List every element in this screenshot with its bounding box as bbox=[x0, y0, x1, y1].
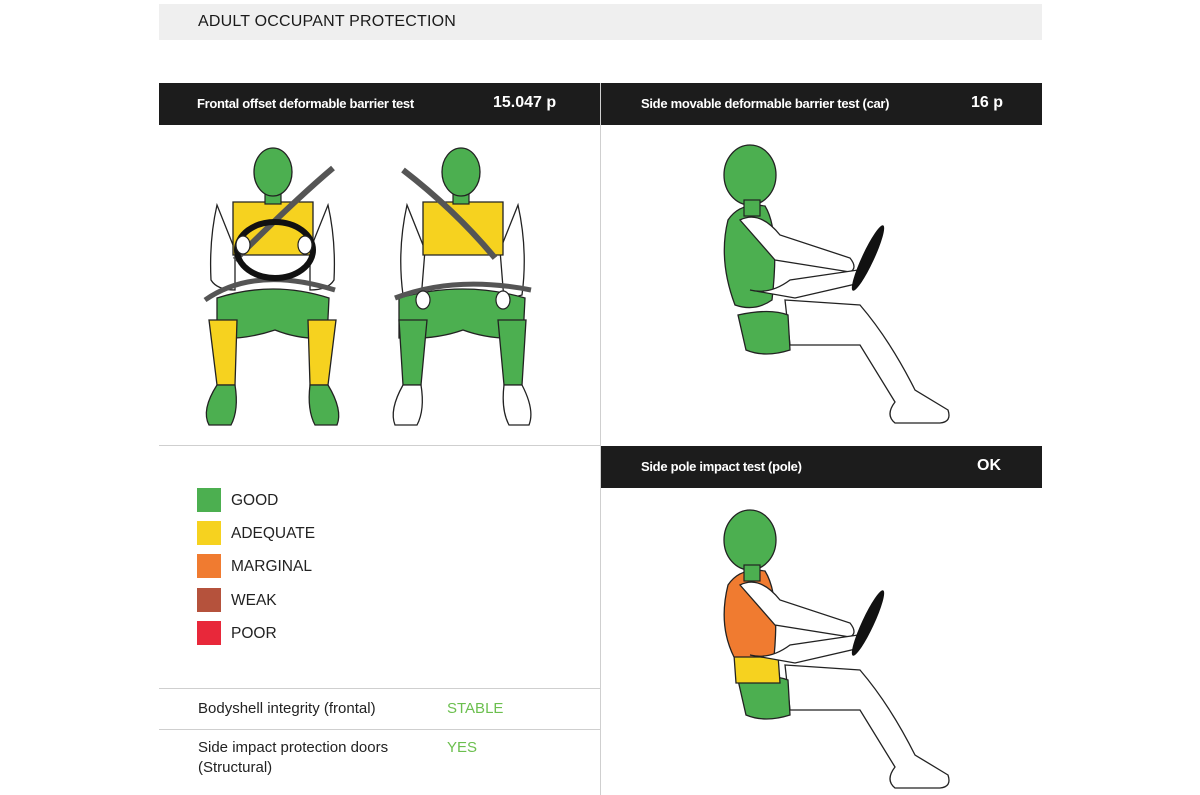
pole-test-title: Side pole impact test (pole) bbox=[641, 459, 802, 474]
driver-left-leg bbox=[208, 319, 238, 386]
frontal-bottom-divider bbox=[159, 445, 600, 446]
section-title-bar: ADULT OCCUPANT PROTECTION bbox=[159, 4, 1042, 40]
legend-swatch-adequate bbox=[197, 521, 221, 545]
frontal-test-title: Frontal offset deformable barrier test bbox=[197, 96, 414, 111]
passenger-left-leg bbox=[398, 319, 428, 386]
bodyshell-bottom-divider bbox=[159, 729, 600, 730]
driver-right-leg bbox=[307, 319, 337, 386]
pole-test-score: OK bbox=[977, 457, 1001, 474]
bodyshell-label: Bodyshell integrity (frontal) bbox=[198, 700, 376, 717]
legend-swatch-weak bbox=[197, 588, 221, 612]
pole-test-header: Side pole impact test (pole) OK bbox=[601, 446, 1042, 488]
bodyshell-value: STABLE bbox=[447, 700, 504, 717]
column-divider bbox=[600, 83, 601, 795]
legend-label-adequate: ADEQUATE bbox=[231, 525, 316, 542]
legend-label-good: GOOD bbox=[231, 492, 279, 509]
side-car-pelvis bbox=[737, 310, 791, 355]
passenger-left-foot bbox=[392, 384, 423, 426]
passenger-right-leg bbox=[497, 319, 527, 386]
doors-value: YES bbox=[447, 739, 478, 756]
side-car-head bbox=[723, 144, 777, 206]
side-car-figure bbox=[723, 144, 950, 424]
side-test-title: Side movable deformable barrier test (ca… bbox=[641, 96, 890, 111]
side-test-score: 16 p bbox=[971, 94, 1004, 111]
frontal-passenger-figure bbox=[392, 147, 532, 426]
frontal-driver-figure bbox=[203, 147, 340, 426]
frontal-test-header: Frontal offset deformable barrier test 1… bbox=[159, 83, 600, 125]
legend-bottom-divider bbox=[159, 688, 600, 689]
doors-label-line2: (Structural) bbox=[198, 759, 273, 776]
driver-right-foot bbox=[308, 384, 340, 426]
side-pole-figure bbox=[723, 509, 950, 789]
frontal-test-score: 15.047 p bbox=[493, 94, 557, 111]
legend-label-weak: WEAK bbox=[231, 592, 277, 609]
passenger-chest bbox=[422, 201, 504, 256]
legend-label-poor: POOR bbox=[231, 625, 277, 642]
doors-label-line1: Side impact protection doors bbox=[198, 739, 389, 756]
legend-swatch-poor bbox=[197, 621, 221, 645]
legend-label-marginal: MARGINAL bbox=[231, 558, 312, 575]
passenger-right-foot bbox=[502, 384, 532, 426]
legend-swatch-marginal bbox=[197, 554, 221, 578]
passenger-head bbox=[441, 147, 481, 197]
driver-left-foot bbox=[205, 384, 237, 426]
driver-head bbox=[253, 147, 293, 197]
side-pole-head bbox=[723, 509, 777, 571]
side-test-header: Side movable deformable barrier test (ca… bbox=[601, 83, 1042, 125]
legend-swatch-good bbox=[197, 488, 221, 512]
section-title: ADULT OCCUPANT PROTECTION bbox=[198, 13, 457, 30]
